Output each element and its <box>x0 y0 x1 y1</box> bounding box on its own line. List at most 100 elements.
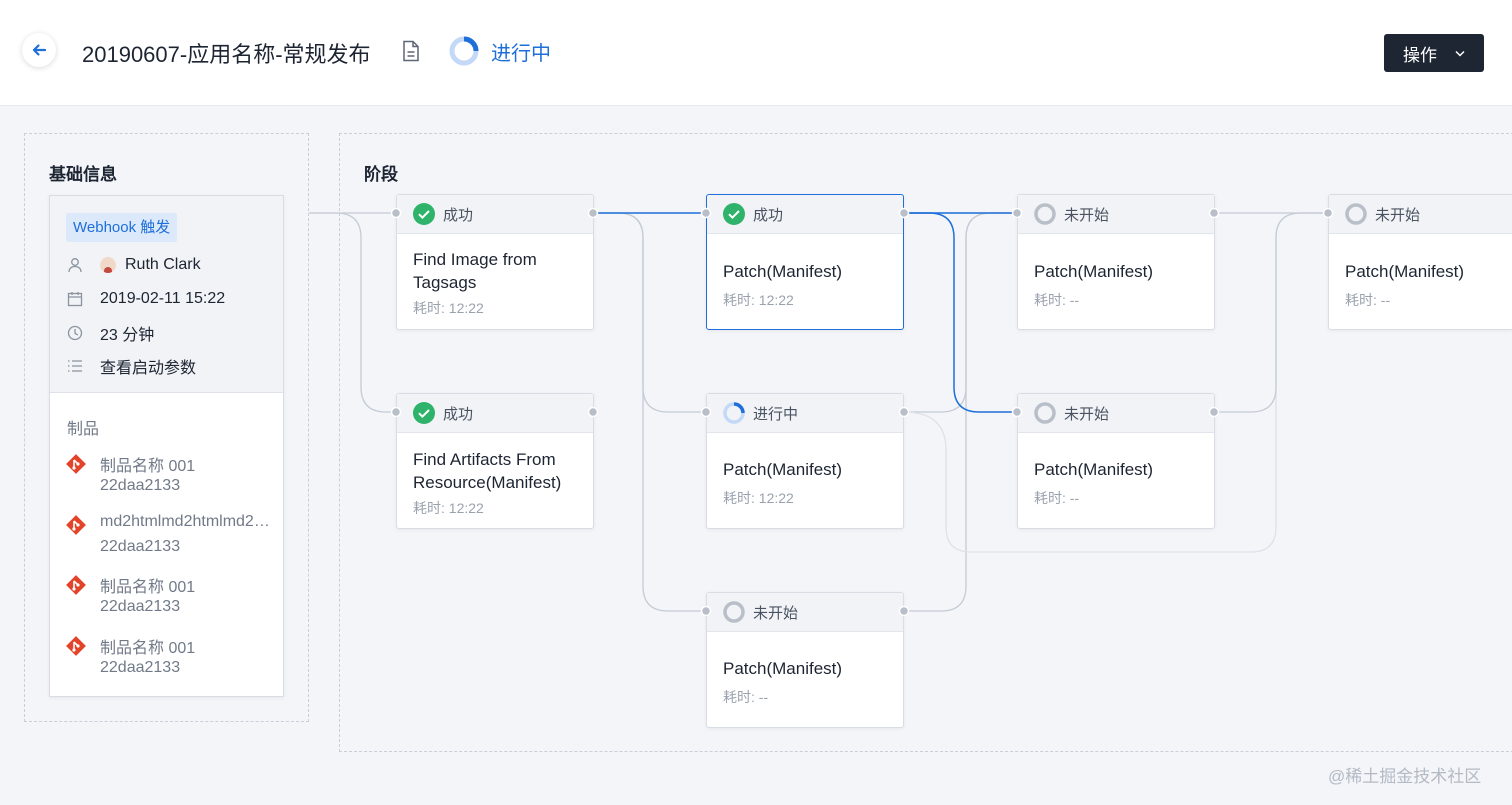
git-icon <box>66 636 86 656</box>
port-node3-out <box>898 207 910 219</box>
stage-node-selected[interactable]: 成功 Patch(Manifest) 耗时: 12:22 <box>706 194 904 330</box>
stage-panel <box>339 133 1512 752</box>
git-icon <box>66 575 86 595</box>
port-node7-in <box>1011 406 1023 418</box>
trigger-tag: Webhook 触发 <box>66 213 178 242</box>
node-duration: 耗时: 12:22 <box>723 292 794 308</box>
node-duration: 耗时: 12:22 <box>413 500 484 516</box>
node-header: 未开始 <box>707 593 903 632</box>
port-node6-out <box>1208 207 1220 219</box>
node-duration: 耗时: -- <box>1345 292 1391 308</box>
node-duration: 耗时: -- <box>723 689 769 705</box>
port-node5-in <box>700 605 712 617</box>
status-text: 进行中 <box>491 42 551 65</box>
port-node7-out <box>1208 406 1220 418</box>
node-name: Patch(Manifest) <box>723 659 843 678</box>
back-button[interactable] <box>22 33 56 67</box>
node-name: Patch(Manifest) <box>723 460 843 479</box>
operations-dropdown-button[interactable]: 操作 <box>1384 34 1484 72</box>
port-node1-out <box>587 207 599 219</box>
stage-node[interactable]: 成功 Find Artifacts From Resource(Manifest… <box>396 393 594 529</box>
check-circle-icon <box>723 203 745 225</box>
operations-label: 操作 <box>1403 45 1437 65</box>
node-header: 成功 <box>397 394 593 433</box>
node-status: 成功 <box>753 206 784 224</box>
port-node6-in <box>1011 207 1023 219</box>
status-indicator: 进行中 <box>449 36 551 66</box>
avatar <box>100 257 116 273</box>
info-summary: Webhook 触发 Ruth Clark 2019-02-11 15:22 2… <box>50 196 283 393</box>
arrow-left-icon <box>32 44 47 56</box>
stage-node[interactable]: 成功 Find Image from Tagsags 耗时: 12:22 <box>396 194 594 330</box>
loading-spinner-icon <box>723 402 745 424</box>
pending-circle-icon <box>1034 203 1056 225</box>
user-row: Ruth Clark <box>66 254 201 276</box>
node-duration: 耗时: -- <box>1034 292 1080 308</box>
port-node1-in <box>390 207 402 219</box>
duration-row: 23 分钟 <box>66 322 154 344</box>
check-circle-icon <box>413 402 435 424</box>
port-node4-out <box>898 406 910 418</box>
node-duration: 耗时: -- <box>1034 490 1080 506</box>
node-duration: 耗时: 12:22 <box>723 490 794 506</box>
node-status: 成功 <box>443 206 474 224</box>
node-header: 未开始 <box>1018 394 1214 433</box>
node-name: Find Image from Tagsags <box>413 250 537 292</box>
port-node3-in <box>700 207 712 219</box>
pending-circle-icon <box>723 601 745 623</box>
list-icon <box>68 360 82 372</box>
pending-circle-icon <box>1034 402 1056 424</box>
node-header: 未开始 <box>1329 195 1512 234</box>
product-hash: 22daa2133 <box>100 477 181 494</box>
pending-circle-icon <box>1345 203 1367 225</box>
node-name: Patch(Manifest) <box>1034 460 1154 479</box>
check-circle-icon <box>413 203 435 225</box>
chevron-down-icon <box>1455 50 1465 57</box>
node-name: Patch(Manifest) <box>1034 262 1154 281</box>
product-hash: 22daa2133 <box>100 538 181 555</box>
date-row: 2019-02-11 15:22 <box>66 288 225 310</box>
document-icon[interactable] <box>402 40 420 62</box>
node-name: Patch(Manifest) <box>723 262 843 281</box>
view-params-link[interactable]: 查看启动参数 <box>100 360 197 377</box>
stage-node[interactable]: 未开始 Patch(Manifest) 耗时: -- <box>1017 393 1215 529</box>
basic-info-card: Webhook 触发 Ruth Clark 2019-02-11 15:22 2… <box>49 195 284 697</box>
node-status: 未开始 <box>1064 206 1110 224</box>
product-hash: 22daa2133 <box>100 659 181 676</box>
port-node2-in <box>390 406 402 418</box>
port-node5-out <box>898 605 910 617</box>
stage-node[interactable]: 未开始 Patch(Manifest) 耗时: -- <box>1017 194 1215 330</box>
wire-active-node3-to-node7 <box>904 212 1017 413</box>
user-name: Ruth Clark <box>125 256 201 273</box>
wire-node5-to-node6 <box>904 212 1017 612</box>
node-status: 进行中 <box>753 405 799 423</box>
wire-start-to-node2 <box>309 212 396 413</box>
node-status: 未开始 <box>1375 206 1421 224</box>
port-node2-out <box>587 406 599 418</box>
watermark: @稀土掘金技术社区 <box>1328 767 1482 786</box>
duration: 23 分钟 <box>100 327 155 344</box>
node-status: 成功 <box>443 405 474 423</box>
node-name: Patch(Manifest) <box>1345 262 1465 281</box>
stage-node[interactable]: 未开始 Patch(Manifest) 耗时: -- <box>1328 194 1512 330</box>
basic-info-title: 基础信息 <box>49 165 117 184</box>
stage-node[interactable]: 进行中 Patch(Manifest) 耗时: 12:22 <box>706 393 904 529</box>
page-header: 20190607-应用名称-常规发布 进行中 操作 <box>0 0 1512 106</box>
node-name: Find Artifacts From Resource(Manifest) <box>413 450 562 492</box>
node-status: 未开始 <box>753 604 799 622</box>
node-status: 未开始 <box>1064 405 1110 423</box>
calendar-icon <box>67 292 83 307</box>
wire-node1-to-node5 <box>593 212 706 612</box>
stage-node[interactable]: 未开始 Patch(Manifest) 耗时: -- <box>706 592 904 728</box>
git-icon <box>66 454 86 474</box>
start-date: 2019-02-11 15:22 <box>100 290 226 307</box>
node-header: 成功 <box>397 195 593 234</box>
page-title: 20190607-应用名称-常规发布 <box>82 42 371 67</box>
node-header: 成功 <box>707 195 903 234</box>
user-icon <box>68 258 82 273</box>
params-row[interactable]: 查看启动参数 <box>66 355 196 377</box>
port-node4-in <box>700 406 712 418</box>
stage-title: 阶段 <box>364 165 398 184</box>
